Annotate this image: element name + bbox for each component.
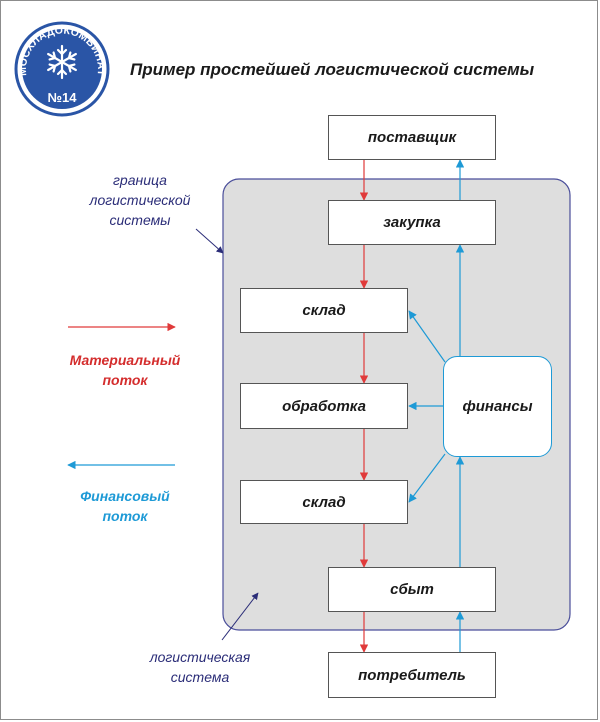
- node-purchase: закупка: [328, 200, 496, 245]
- node-processing: обработка: [240, 383, 408, 429]
- finance-arrow-to-warehouse2: [408, 453, 446, 503]
- node-finance: финансы: [443, 356, 552, 457]
- legend-material-label: Материальный поток: [40, 350, 210, 390]
- finance-arrow-to-warehouse1: [408, 310, 446, 363]
- boundary-label: граница логистической системы: [55, 170, 225, 230]
- financial-flow-arrows: [408, 159, 465, 652]
- boundary-label-line1: граница: [113, 172, 167, 188]
- node-consumer: потребитель: [328, 652, 496, 698]
- logo-number: №14: [48, 90, 78, 105]
- boundary-label-line3: системы: [109, 212, 171, 228]
- node-sales: сбыт: [328, 567, 496, 612]
- boundary-label-line2: логистической: [89, 192, 191, 208]
- system-label-line2: система: [170, 669, 230, 685]
- system-pointer-arrow: [221, 592, 259, 641]
- legend-financial-line1: Финансовый: [80, 488, 170, 504]
- page-title: Пример простейшей логистической системы: [130, 60, 535, 79]
- legend-material-line1: Материальный: [69, 352, 181, 368]
- node-supplier: поставщик: [328, 115, 496, 160]
- system-label: логистическая система: [115, 647, 285, 687]
- legend-material-line2: поток: [102, 372, 148, 388]
- company-logo: МОСХЛАДОКОМБИНАТ №14: [14, 21, 110, 117]
- node-warehouse-2: склад: [240, 480, 408, 524]
- system-label-line1: логистическая: [149, 649, 251, 665]
- boundary-pointer-arrow: [195, 228, 224, 254]
- node-warehouse-1: склад: [240, 288, 408, 333]
- snowflake-icon: [47, 44, 77, 80]
- legend-financial-line2: поток: [102, 508, 148, 524]
- legend-financial-label: Финансовый поток: [40, 486, 210, 526]
